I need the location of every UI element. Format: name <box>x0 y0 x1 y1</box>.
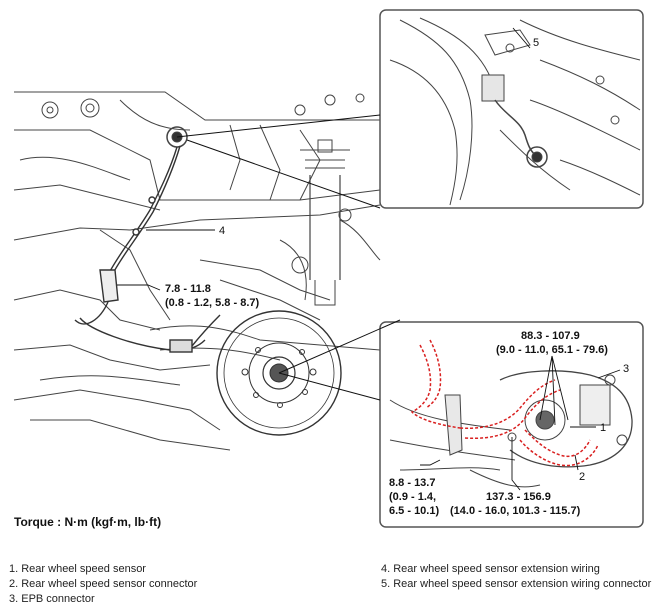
callout-3: 3 <box>623 363 629 375</box>
callout-2: 2 <box>579 471 585 483</box>
legend-item: 5. Rear wheel speed sensor extension wir… <box>381 578 652 590</box>
underbody-illustration <box>13 91 381 451</box>
inset-knuckle-detail <box>379 321 644 528</box>
torque-unit-note: Torque : N·m (kgf·m, lb·ft) <box>14 515 162 529</box>
torque-small-bolt-alt2: 6.5 - 10.1) <box>389 505 439 517</box>
inset-connector-detail <box>379 9 644 209</box>
legend-left: 1. Rear wheel speed sensor 2. Rear wheel… <box>9 562 197 607</box>
torque-small-bolt-value: 8.8 - 13.7 <box>389 477 435 489</box>
torque-knuckle-bolt-alt: (14.0 - 16.0, 101.3 - 115.7) <box>450 505 581 517</box>
callout-leaders <box>117 27 621 491</box>
legend-item: 1. Rear wheel speed sensor <box>9 563 146 575</box>
legend-item: 2. Rear wheel speed sensor connector <box>9 578 198 590</box>
inset1-leader <box>176 114 381 209</box>
torque-small-bolt-alt1: (0.9 - 1.4, <box>389 491 436 503</box>
torque-sensor-bolt-alt: (0.8 - 1.2, 5.8 - 8.7) <box>165 297 259 309</box>
legend-right: 4. Rear wheel speed sensor extension wir… <box>381 562 651 592</box>
callout-5: 5 <box>533 37 539 49</box>
extension-wiring <box>74 145 221 353</box>
torque-sensor-bolt-value: 7.8 - 11.8 <box>165 283 211 295</box>
legend-item: 3. EPB connector <box>9 593 95 605</box>
inset2-leader <box>278 319 401 401</box>
legend-item: 4. Rear wheel speed sensor extension wir… <box>381 563 600 575</box>
callout-1: 1 <box>600 422 606 434</box>
torque-hub-nut-alt: (9.0 - 11.0, 65.1 - 79.6) <box>496 344 608 356</box>
torque-hub-nut-value: 88.3 - 107.9 <box>521 330 580 342</box>
rear-wheel-speed-sensor-diagram: 4 5 1 2 3 7.8 - 11.8 (0.8 - 1.2, 5.8 - 8… <box>13 9 644 528</box>
callout-4: 4 <box>219 225 225 237</box>
torque-knuckle-bolt-value: 137.3 - 156.9 <box>486 491 551 503</box>
